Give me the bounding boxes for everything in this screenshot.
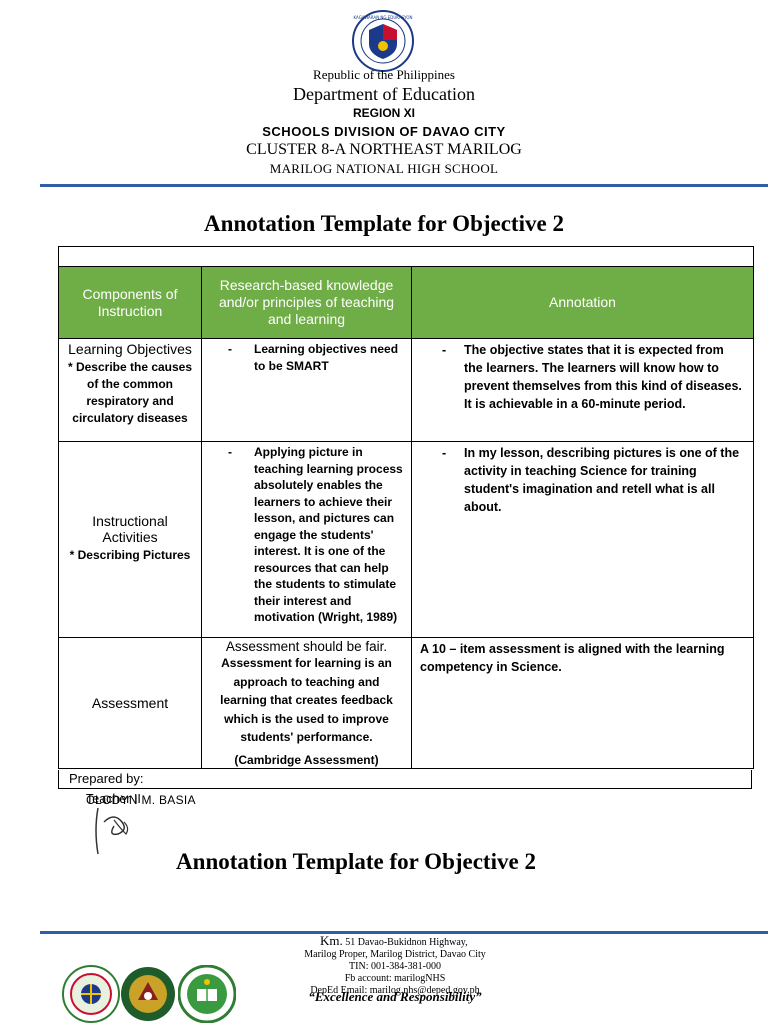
- school-text: MARILOG NATIONAL HIGH SCHOOL: [269, 161, 499, 176]
- research-text: Applying picture in teaching learning pr…: [254, 445, 403, 624]
- deped-seal-logo: KAGAWARAN NG EDUKASYON: [352, 10, 414, 72]
- research-text: Assessment for learning is an approach t…: [220, 656, 393, 744]
- school-division-logo-icon: [121, 967, 175, 1021]
- seal-text: KAGAWARAN NG EDUKASYON: [353, 15, 412, 20]
- header-components: Components of Instruction: [58, 266, 202, 339]
- address-line-1: Km. 51 Davao-Bukidnon Highway,: [320, 933, 468, 948]
- motto-text: “Excellence and Responsibility”: [308, 989, 482, 1004]
- table-row: Learning Objectives * Describe the cause…: [58, 338, 754, 442]
- repeat-title: Annotation Template for Objective 2: [176, 849, 536, 874]
- dash-bullet: -: [442, 343, 447, 357]
- dash-bullet: -: [228, 342, 232, 356]
- annotation-text: A 10 – item assessment is aligned with t…: [420, 642, 725, 674]
- marilog-nhs-logo-icon: [178, 965, 236, 1023]
- cluster-text: CLUSTER 8-A NORTHEAST MARILOG: [246, 141, 522, 158]
- preparer-name: CLODYN M. BASIA: [86, 793, 196, 807]
- republic-text: Republic of the Philippines: [313, 67, 455, 82]
- tin-text: TIN: 001-384-381-000: [349, 961, 441, 972]
- page-title: Annotation Template for Objective 2: [204, 211, 564, 236]
- prepared-by-box: Prepared by:: [58, 770, 752, 789]
- table-row: Assessment Assessment should be fair. As…: [58, 637, 754, 769]
- annotation-cell: - In my lesson, describing pictures is o…: [411, 441, 754, 638]
- region-text: REGION XI: [352, 106, 415, 120]
- footer-address: Km. 51 Davao-Bukidnon Highway, Marilog P…: [280, 933, 510, 997]
- component-cell: Instructional Activities * Describing Pi…: [58, 441, 202, 638]
- header-annotation: Annotation: [411, 266, 754, 339]
- annotation-cell: - The objective states that it is expect…: [411, 338, 754, 442]
- annotation-text: The objective states that it is expected…: [464, 343, 742, 411]
- header-divider: [40, 184, 768, 187]
- component-subtitle: * Describe the causes of the common resp…: [67, 360, 193, 425]
- component-title: Instructional Activities: [92, 513, 168, 545]
- department-text: Department of Education: [293, 84, 475, 104]
- division-logo-icon: [62, 965, 120, 1023]
- research-heading: Assessment should be fair.: [225, 639, 388, 654]
- component-cell: Learning Objectives * Describe the cause…: [58, 338, 202, 442]
- table-row: Instructional Activities * Describing Pi…: [58, 441, 754, 638]
- annotation-table: Components of Instruction Research-based…: [58, 266, 754, 769]
- annotation-cell: A 10 – item assessment is aligned with t…: [411, 637, 754, 769]
- component-cell: Assessment: [58, 637, 202, 769]
- dash-bullet: -: [442, 446, 447, 460]
- component-title: Assessment: [91, 695, 169, 711]
- preparer-position: Teacher II: [86, 792, 141, 806]
- research-cell: - Applying picture in teaching learning …: [201, 441, 412, 638]
- research-cell: - Learning objectives need to be SMART: [201, 338, 412, 442]
- prepared-by-label: Prepared by:: [69, 771, 144, 786]
- annotation-text: In my lesson, describing pictures is one…: [464, 446, 740, 514]
- research-text: Learning objectives need to be SMART: [254, 342, 399, 373]
- fb-account-text: Fb account: marilogNHS: [344, 973, 446, 984]
- email-text: DepEd Email: marilog.nhs@deped.gov.ph: [310, 985, 480, 996]
- research-cell: Assessment should be fair. Assessment fo…: [201, 637, 412, 769]
- research-source: (Cambridge Assessment): [234, 752, 379, 767]
- component-subtitle: * Describing Pictures: [69, 548, 191, 562]
- address-line-2: Marilog Proper, Marilog District, Davao …: [304, 949, 486, 960]
- signature-image: [95, 807, 129, 855]
- header-research: Research-based knowledge and/or principl…: [201, 266, 412, 339]
- division-text: SCHOOLS DIVISION OF DAVAO CITY: [262, 124, 506, 139]
- table-header-row: Components of Instruction Research-based…: [58, 266, 754, 339]
- component-title: Learning Objectives: [68, 341, 192, 357]
- table-top-rule: [58, 246, 754, 266]
- dash-bullet: -: [228, 445, 232, 459]
- footer-divider: [40, 931, 768, 934]
